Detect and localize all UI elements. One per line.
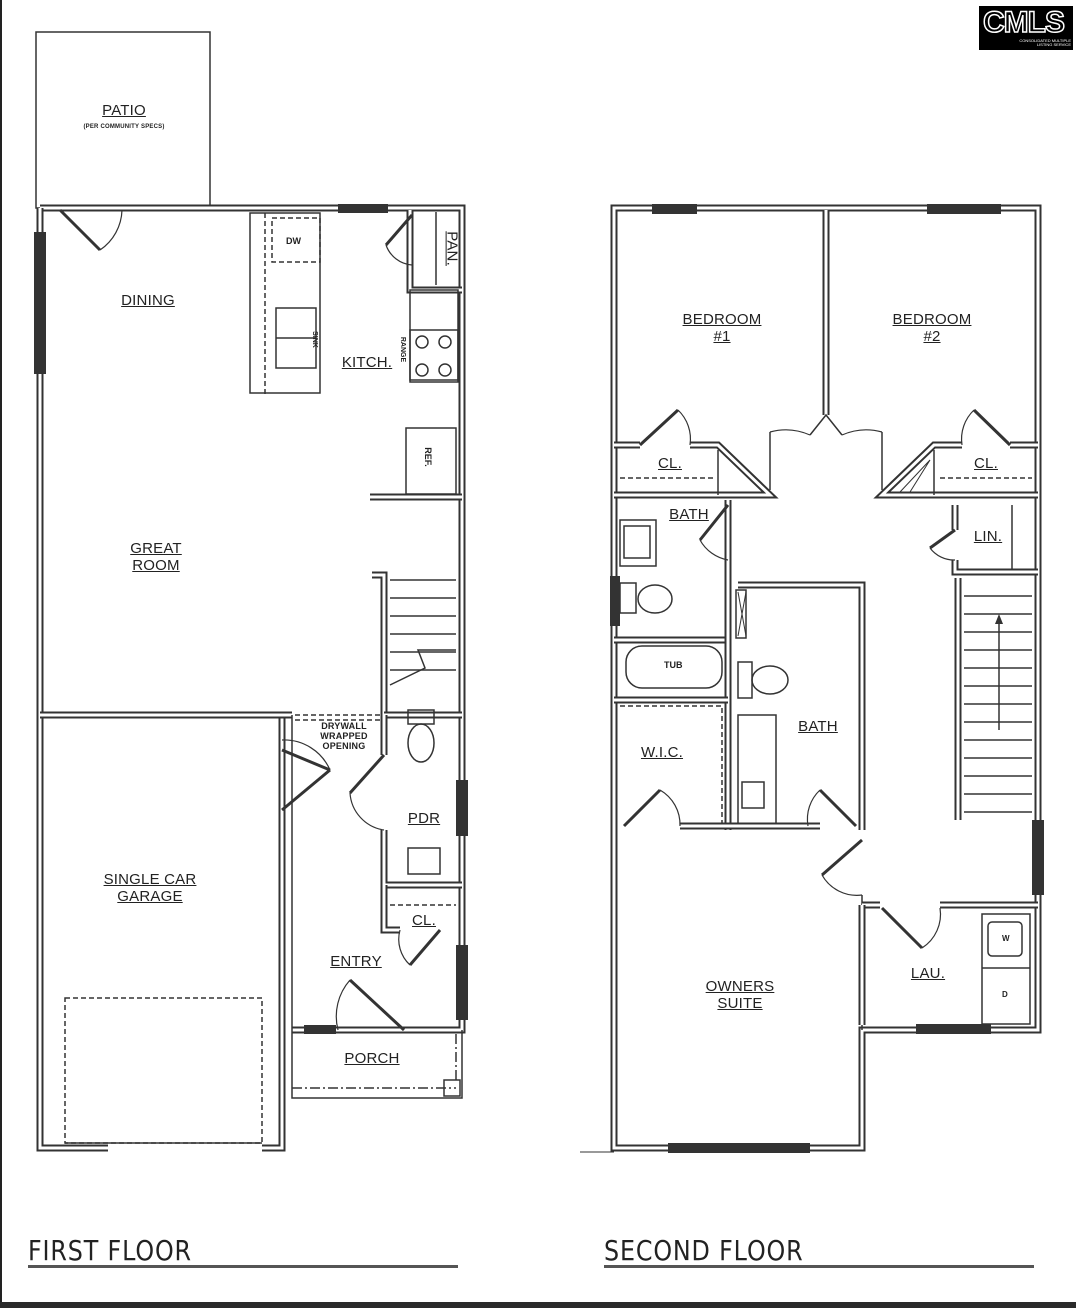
- room-label-bedroom-1: BEDROOM #1: [682, 311, 762, 346]
- window: [338, 204, 388, 213]
- garage-car-outline: [64, 997, 263, 1144]
- toilet: [751, 665, 789, 695]
- room-label-patio: PATIO: [102, 102, 146, 119]
- second-floor-stairs: [954, 578, 1032, 820]
- washer: [987, 921, 1023, 957]
- first-floor-title: FIRST FLOOR: [28, 1234, 192, 1267]
- fixture-dryer: D: [1002, 990, 1008, 999]
- room-label-closet: CL.: [412, 912, 436, 929]
- sheet-border-left: [0, 0, 2, 1308]
- room-label-powder: PDR: [407, 810, 441, 827]
- room-label-bedroom-2: BEDROOM #2: [892, 311, 972, 346]
- room-label-hall-bath: BATH: [669, 506, 709, 523]
- first-floor-plan: [34, 31, 468, 1152]
- fixture-sink: SINK: [310, 331, 318, 348]
- kitchen-island: [249, 212, 321, 394]
- room-label-garage: SINGLE CAR GARAGE: [103, 871, 197, 906]
- toilet: [407, 723, 435, 763]
- window: [456, 780, 468, 836]
- window: [304, 1025, 336, 1034]
- room-label-pantry: PAN.: [443, 231, 461, 266]
- first-floor-title-rule: [28, 1265, 458, 1268]
- first-floor-stairs: [389, 579, 456, 686]
- fixture-dishwasher: DW: [286, 236, 301, 246]
- window: [34, 232, 46, 374]
- room-label-entry: ENTRY: [330, 953, 382, 970]
- cmls-logo: CMLS CONSOLIDATED MULTIPLE LISTING SERVI…: [979, 5, 1073, 50]
- room-label-dining: DINING: [121, 292, 175, 309]
- toilet: [637, 584, 673, 614]
- room-label-laundry: LAU.: [910, 965, 946, 982]
- room-label-closet-2: CL.: [974, 455, 998, 472]
- room-label-porch: PORCH: [344, 1050, 400, 1067]
- bathtub: [625, 645, 723, 689]
- dishwasher: [271, 217, 321, 263]
- logo-text: CMLS: [982, 5, 1066, 40]
- fixture-refrigerator: REF.: [422, 447, 433, 467]
- range: [409, 329, 459, 383]
- room-label-linen: LIN.: [973, 528, 1003, 545]
- bath-sink: [623, 525, 651, 559]
- patio-outline: [35, 31, 211, 209]
- room-label-great-room: GREAT ROOM: [130, 540, 182, 575]
- sheet-border-bottom: [0, 1302, 1076, 1308]
- room-label-closet-1: CL.: [658, 455, 682, 472]
- room-label-wic: W.I.C.: [640, 744, 684, 761]
- refrigerator: [405, 427, 457, 495]
- second-floor-title-rule: [604, 1265, 1034, 1268]
- room-label-owners-bath: BATH: [798, 718, 838, 735]
- fixture-tub: TUB: [664, 660, 683, 670]
- second-floor-title: SECOND FLOOR: [604, 1234, 804, 1267]
- fixture-range: RANGE: [399, 336, 407, 363]
- pdr-sink: [407, 847, 441, 875]
- drywall-opening-note: DRYWALL WRAPPED OPENING: [320, 721, 368, 751]
- window: [456, 945, 468, 1020]
- owners-bath-sink: [741, 781, 765, 809]
- logo-subtitle: CONSOLIDATED MULTIPLE LISTING SERVICE: [1019, 38, 1071, 47]
- toilet-tank: [619, 582, 637, 614]
- room-label-kitchen: KITCH.: [341, 354, 393, 371]
- fixture-washer: W: [1002, 934, 1010, 943]
- second-floor-plan: [580, 204, 1044, 1153]
- patio-note: (PER COMMUNITY SPECS): [83, 124, 165, 130]
- room-label-owners-suite: OWNERS SUITE: [705, 978, 775, 1013]
- toilet-tank: [737, 661, 753, 699]
